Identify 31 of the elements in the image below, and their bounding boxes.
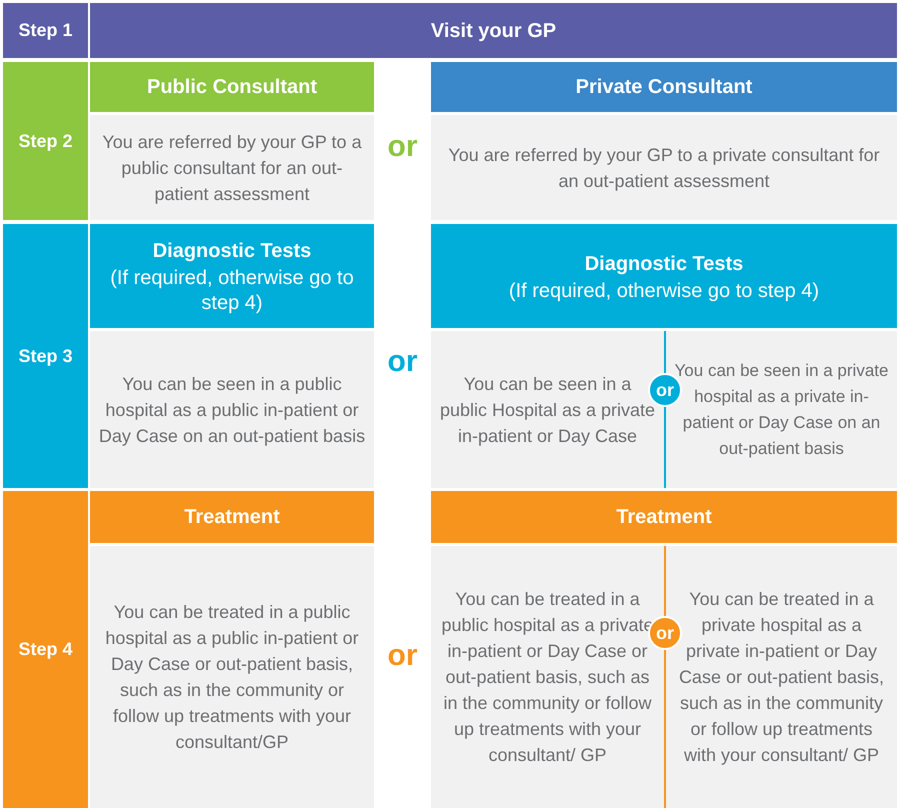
header-title: Public Consultant — [147, 75, 317, 100]
header-box — [431, 491, 897, 543]
step-label-box — [3, 3, 88, 58]
body-text: You are referred by your GP to a private consultant for an out-patient assessment — [447, 144, 881, 193]
header-title: Diagnostic Tests — [584, 252, 744, 276]
or-label: or — [386, 344, 418, 380]
header-title: Treatment — [616, 505, 712, 530]
header-box — [90, 3, 897, 58]
step-label-box — [3, 224, 88, 488]
header-title: Visit your GP — [430, 18, 556, 44]
step-label: Step 4 — [18, 638, 73, 661]
step-label: Step 3 — [18, 344, 73, 368]
step-label-box — [3, 491, 88, 808]
header-title: Treatment — [184, 505, 280, 530]
header-box — [431, 224, 897, 328]
header-title: Private Consultant — [576, 75, 752, 100]
body-text: You are referred by your GP to a public consultant for an out-patient assessment — [101, 130, 363, 206]
step-label: Step 1 — [18, 19, 73, 42]
body-text: You can be seen in a public hospital as a public in-patient or Day Case on an out-patient basis — [98, 372, 366, 448]
header-note: (If required, otherwise go to step 4) — [508, 278, 820, 304]
header-box — [90, 224, 374, 328]
body-text: You can be treated in a public hospital as a public in-patient or Day Case or out-patient basis, such as in the community or follow up treatments with your consultant/GP — [104, 601, 360, 754]
header-note: (If required, otherwise go to step 4) — [109, 266, 355, 316]
header-title: Diagnostic Tests — [152, 239, 312, 264]
or-label: or — [386, 638, 418, 674]
header-box — [431, 62, 897, 112]
or-label: or — [386, 129, 418, 165]
header-box — [90, 491, 374, 543]
step-label-box — [3, 62, 88, 220]
step-label: Step 2 — [18, 130, 73, 153]
header-box — [90, 62, 374, 112]
